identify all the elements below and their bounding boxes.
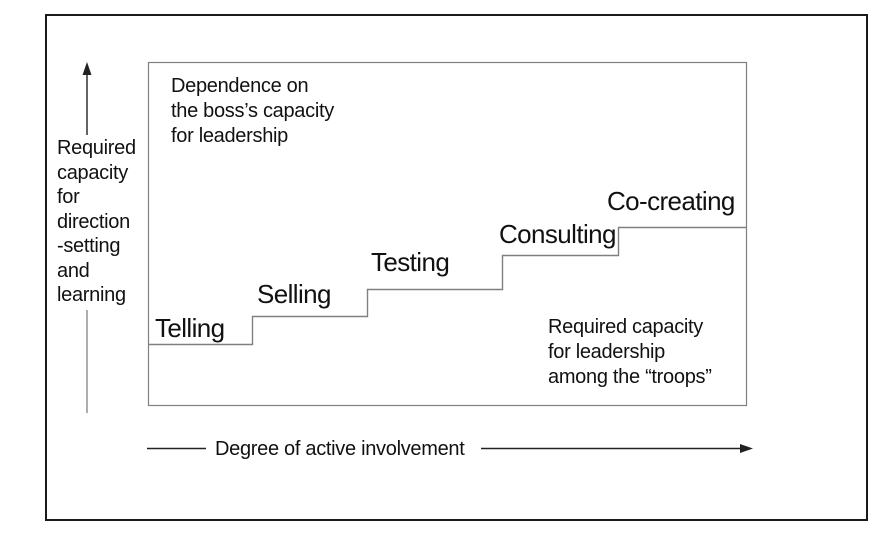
upper-region-note-line: Dependence on	[171, 75, 309, 97]
step-label-testing: Testing	[371, 247, 450, 277]
lower-region-note-line: for leadership	[548, 341, 665, 363]
step-label-consulting: Consulting	[499, 219, 616, 249]
lower-region-note-line: among the “troops”	[548, 366, 712, 388]
y-axis-label-line: for	[57, 186, 80, 208]
step-label-selling: Selling	[257, 279, 331, 309]
lower-region-note: Required capacity for leadership among t…	[548, 315, 712, 390]
inner-region-box	[147, 61, 748, 407]
y-axis-arrowhead-icon	[82, 62, 92, 75]
step-label-telling: Telling	[155, 313, 225, 343]
y-axis-label-line: learning	[57, 284, 126, 306]
x-axis-arrowhead-icon	[740, 444, 753, 453]
lower-region-note-line: Required capacity	[548, 316, 703, 338]
upper-region-note-line: for leadership	[171, 125, 288, 147]
y-axis-label-line: and	[57, 259, 90, 282]
y-axis-label-line: capacity	[57, 161, 128, 184]
y-axis-label: Required capacity for direction -setting…	[57, 136, 136, 308]
step-label-co-creating: Co-creating	[607, 186, 735, 216]
y-axis-label-line: direction	[57, 210, 130, 233]
upper-region-note: Dependence on the boss’s capacity for le…	[171, 74, 334, 149]
figure-outer-frame	[45, 14, 868, 521]
upper-region-note-line: the boss’s capacity	[171, 100, 334, 122]
y-axis-label-line: Required	[57, 137, 136, 159]
y-axis-label-line: -setting	[57, 235, 121, 257]
staircase-line	[148, 226, 747, 346]
x-axis-label: Degree of active involvement	[215, 438, 465, 460]
